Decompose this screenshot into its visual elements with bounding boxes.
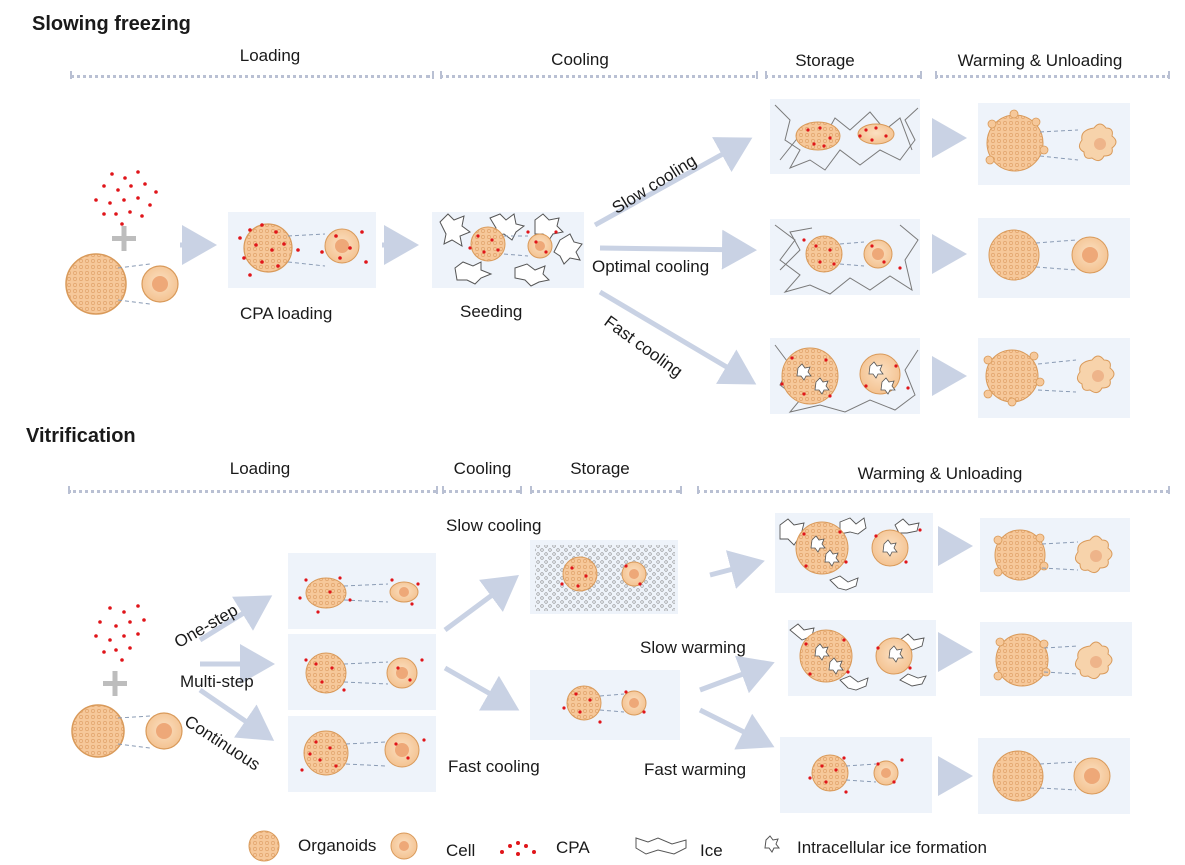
sf-stage-cooling: Cooling — [551, 50, 609, 69]
sf-stage-warming: Warming & Unloading — [957, 51, 1123, 70]
sf-panel-slow-storage — [770, 99, 920, 174]
vt-stage-loading: Loading — [229, 459, 291, 478]
vt-divider-loading — [68, 490, 436, 493]
vt-panel-fast-cool — [530, 670, 680, 740]
legend-cpa: CPA — [556, 838, 590, 857]
legend-intracellular-ice-swatch — [764, 835, 780, 853]
legend-organoid-swatch — [248, 830, 280, 862]
label-sf-optimal-cooling: Optimal cooling — [592, 257, 710, 276]
sf-divider-warming — [935, 75, 1170, 78]
legend-ice-swatch — [635, 837, 687, 855]
label-slow-warming: Slow warming — [640, 638, 746, 657]
sf-divider-storage — [765, 75, 920, 78]
label-vt-fast-cooling: Fast cooling — [448, 757, 540, 776]
label-fast-warming: Fast warming — [644, 760, 747, 779]
slow-freezing-title: Slowing freezing — [32, 13, 191, 35]
vitrification-title: Vitrification — [26, 425, 136, 447]
vt-divider-warming — [697, 490, 1169, 493]
legend-cpa-swatch — [500, 841, 536, 856]
label-cpa-loading: CPA loading — [240, 304, 333, 323]
vt-stage-warming: Warming & Unloading — [857, 464, 1023, 483]
vt-divider-cooling — [442, 490, 520, 493]
vt-cpa-cluster — [94, 604, 146, 662]
legend-organoids: Organoids — [298, 836, 377, 855]
legend-intracellular-ice: Intracellular ice formation — [797, 838, 987, 857]
vt-panel-rw-3 — [780, 737, 932, 813]
sf-cpa-cluster — [94, 170, 158, 226]
sf-stage-storage: Storage — [795, 51, 855, 70]
sf-stage-loading: Loading — [239, 46, 301, 65]
sf-divider-cooling — [440, 75, 755, 78]
sf-divider-loading — [70, 75, 430, 78]
legend-cell: Cell — [446, 841, 476, 860]
legend-ice: Ice — [700, 841, 723, 860]
vt-stage-cooling: Cooling — [453, 459, 512, 478]
vt-stage-storage: Storage — [570, 459, 630, 478]
label-seeding: Seeding — [460, 302, 523, 321]
vt-divider-storage — [530, 490, 680, 493]
label-vt-slow-cooling: Slow cooling — [446, 516, 542, 535]
label-multi-step: Multi-step — [180, 672, 254, 691]
